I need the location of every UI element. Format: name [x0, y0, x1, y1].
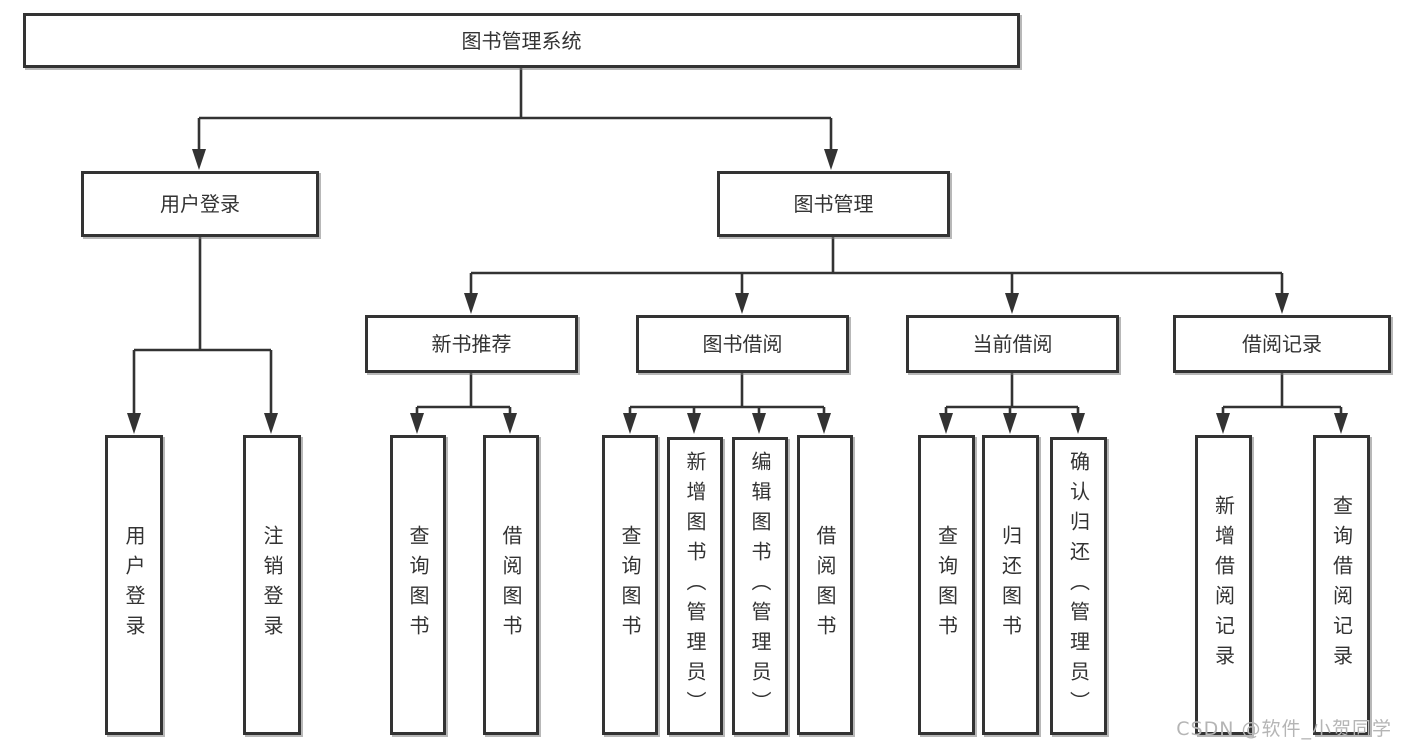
leaf-current-return-books: 归还图书	[982, 435, 1039, 735]
leaf-records-add-record: 新增借阅记录	[1195, 435, 1252, 735]
node-book-borrowing: 图书借阅	[636, 315, 849, 373]
leaf-recommend-borrow-books: 借阅图书	[483, 435, 539, 735]
node-current-borrowing: 当前借阅	[906, 315, 1119, 373]
leaf-recommend-search-books: 查询图书	[390, 435, 446, 735]
leaf-current-search-books: 查询图书	[918, 435, 975, 735]
leaf-logout: 注销登录	[243, 435, 301, 735]
leaf-borrowing-borrow-books: 借阅图书	[797, 435, 853, 735]
node-root: 图书管理系统	[23, 13, 1020, 68]
node-borrowing-records: 借阅记录	[1173, 315, 1391, 373]
leaf-user-login: 用户登录	[105, 435, 163, 735]
leaf-borrowing-edit-books-admin: 编辑图书（管理员）	[732, 437, 788, 735]
node-new-book-recommendation: 新书推荐	[365, 315, 578, 373]
leaf-records-search-record: 查询借阅记录	[1313, 435, 1370, 735]
csdn-watermark: CSDN @软件_小贺同学	[1176, 718, 1392, 740]
node-book-management: 图书管理	[717, 171, 950, 237]
node-user-login: 用户登录	[81, 171, 319, 237]
leaf-borrowing-add-books-admin: 新增图书（管理员）	[667, 437, 723, 735]
leaf-current-confirm-return-admin: 确认归还（管理员）	[1050, 437, 1107, 735]
leaf-borrowing-search-books: 查询图书	[602, 435, 658, 735]
